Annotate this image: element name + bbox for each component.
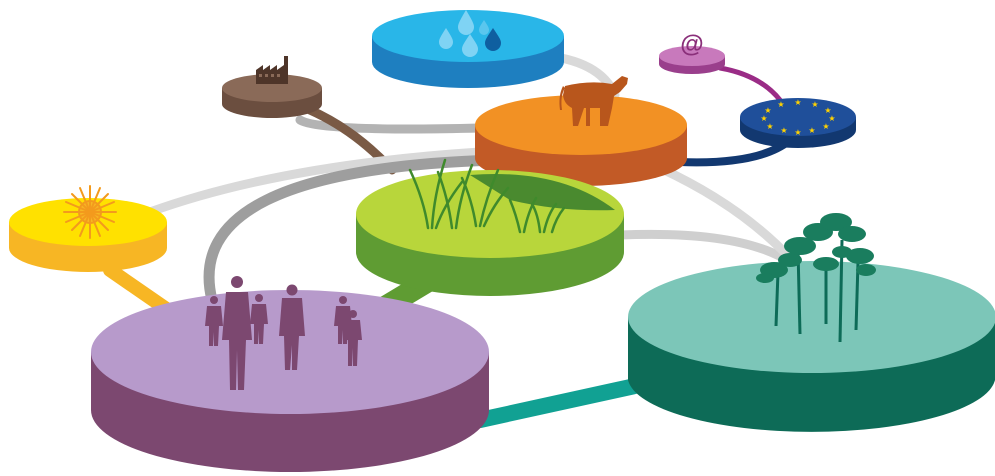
node-sun[interactable]	[9, 185, 167, 272]
at-sign-icon: @	[680, 31, 703, 58]
node-livestock[interactable]	[475, 76, 687, 186]
svg-text:★: ★	[828, 114, 835, 123]
svg-text:★: ★	[777, 100, 784, 109]
trees-icon	[756, 213, 876, 343]
node-forest[interactable]	[628, 213, 995, 432]
node-eu[interactable]: ★ ★ ★ ★ ★ ★ ★ ★ ★ ★ ★ ★	[740, 98, 856, 148]
grass-icon	[408, 158, 566, 234]
node-email[interactable]: @	[659, 31, 725, 74]
link-people-livestock	[203, 154, 501, 306]
node-people[interactable]	[91, 276, 489, 472]
node-water[interactable]	[372, 10, 564, 88]
factory-icon	[256, 56, 288, 84]
svg-text:★: ★	[794, 98, 801, 107]
link-email-eu	[717, 65, 783, 103]
link-livestock-forest	[655, 163, 795, 263]
node-grassland[interactable]	[356, 158, 624, 296]
svg-text:★: ★	[794, 128, 801, 137]
sun-icon	[63, 185, 117, 239]
svg-text:★: ★	[780, 126, 787, 135]
link-grassland-forest	[615, 229, 795, 267]
link-sun-people	[103, 263, 172, 315]
svg-text:★: ★	[808, 126, 815, 135]
svg-text:★: ★	[764, 106, 771, 115]
node-factory[interactable]	[222, 56, 322, 118]
svg-text:★: ★	[824, 106, 831, 115]
eu-stars-icon: ★ ★ ★ ★ ★ ★ ★ ★ ★ ★ ★ ★	[760, 98, 835, 137]
water-drops-icon	[439, 10, 501, 57]
svg-text:★: ★	[811, 100, 818, 109]
link-factory-livestock	[295, 115, 485, 134]
people-icon	[205, 276, 362, 390]
svg-text:★: ★	[822, 122, 829, 131]
svg-text:★: ★	[766, 122, 773, 131]
cow-icon	[559, 76, 628, 126]
svg-text:★: ★	[760, 114, 767, 123]
link-sun-grassland	[145, 147, 485, 217]
